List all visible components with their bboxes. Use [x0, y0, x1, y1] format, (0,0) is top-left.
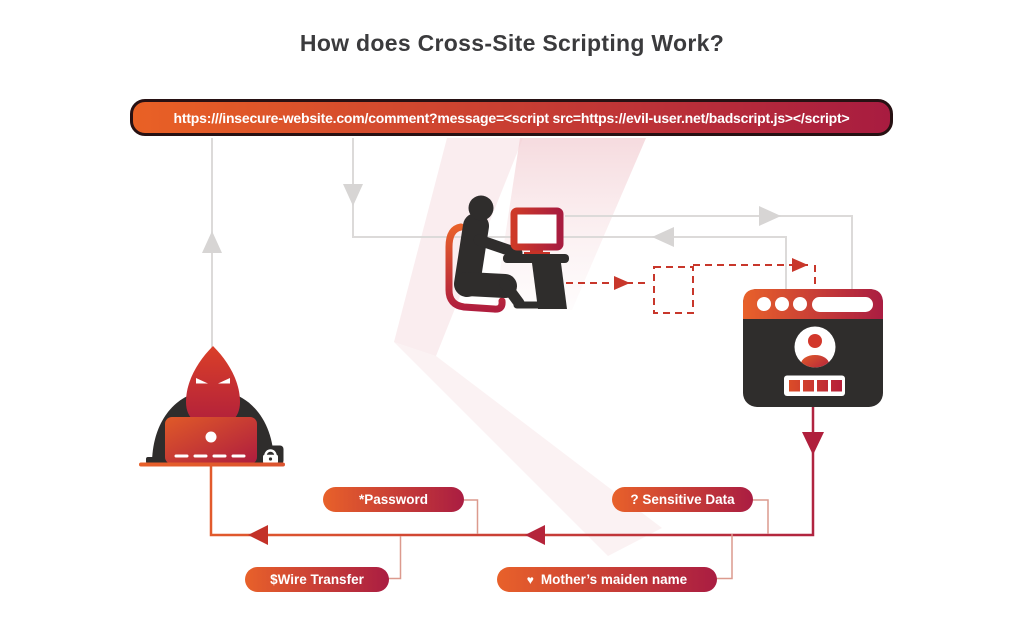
- label-sensitive-data: ? Sensitive Data: [612, 487, 753, 512]
- hacker-eye-icon: [196, 378, 208, 384]
- page-title: How does Cross-Site Scripting Work?: [299, 30, 725, 56]
- lock-icon: [258, 445, 284, 464]
- red-arrow-left-icon: [525, 525, 545, 545]
- hacker-desk: [139, 462, 285, 467]
- red-arrow-down-icon: [802, 432, 824, 455]
- background-chevron: [394, 138, 662, 556]
- password-field: [784, 375, 845, 396]
- url-text: https:///insecure-website.com/comment?me…: [173, 109, 850, 126]
- browser-address-pill: [812, 297, 873, 312]
- browser-dot-icon: [793, 297, 807, 311]
- arrow-left-icon: [652, 227, 674, 247]
- data-exfil-path: [209, 407, 815, 537]
- malicious-script-dashed-path: [566, 264, 816, 314]
- heart-icon: ♥: [526, 572, 534, 587]
- arrow-right-icon: [759, 206, 781, 226]
- browser-window-icon: [743, 289, 883, 407]
- label-password: *Password: [323, 487, 464, 512]
- dashed-arrow-right-icon: [614, 276, 630, 290]
- browser-dot-icon: [757, 297, 771, 311]
- label-sensitive-data-text: ? Sensitive Data: [630, 492, 735, 507]
- label-wire-transfer-text: $Wire Transfer: [270, 572, 364, 587]
- hacker-icon: [139, 346, 285, 467]
- arrow-down-icon: [343, 184, 363, 206]
- red-arrow-left-icon: [248, 525, 268, 545]
- label-password-text: *Password: [358, 492, 429, 507]
- user-at-computer-icon: [445, 195, 569, 313]
- label-wire-transfer: $Wire Transfer: [245, 567, 389, 592]
- arrow-up-icon: [202, 231, 222, 253]
- dashed-arrow-right-icon: [792, 258, 808, 272]
- label-maiden-name-text: Mother’s maiden name: [540, 572, 688, 587]
- url-bar: https:///insecure-website.com/comment?me…: [130, 99, 893, 136]
- hacker-eye-icon: [218, 378, 230, 384]
- label-maiden-name: ♥ Mother’s maiden name: [497, 567, 717, 592]
- user-avatar-icon: [794, 326, 836, 368]
- pill-connector-lines: [388, 499, 769, 580]
- browser-dot-icon: [775, 297, 789, 311]
